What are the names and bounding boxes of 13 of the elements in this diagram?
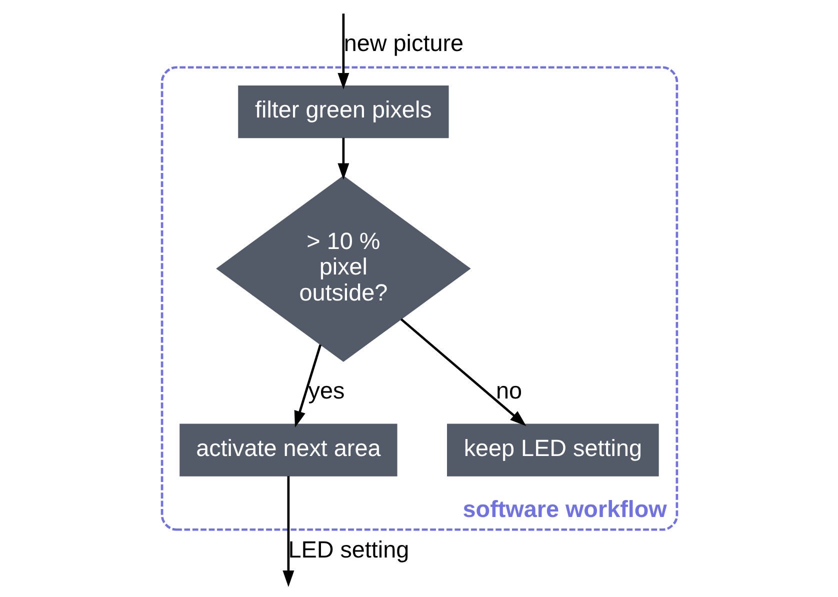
edge-label: new picture (343, 30, 464, 56)
edge-label: no (496, 378, 522, 404)
arrow (294, 344, 322, 428)
edge-label: LED setting (288, 536, 409, 563)
node-box: filter green pixels (238, 86, 448, 138)
edge-label: yes (308, 378, 344, 404)
arrow (337, 138, 349, 180)
arrow (282, 476, 294, 587)
node-diamond: > 10 % pixel outside? (216, 175, 470, 362)
node-box: keep LED setting (446, 424, 658, 476)
arrow (337, 14, 349, 90)
node-box: activate next area (179, 424, 397, 476)
arrow (400, 318, 526, 426)
